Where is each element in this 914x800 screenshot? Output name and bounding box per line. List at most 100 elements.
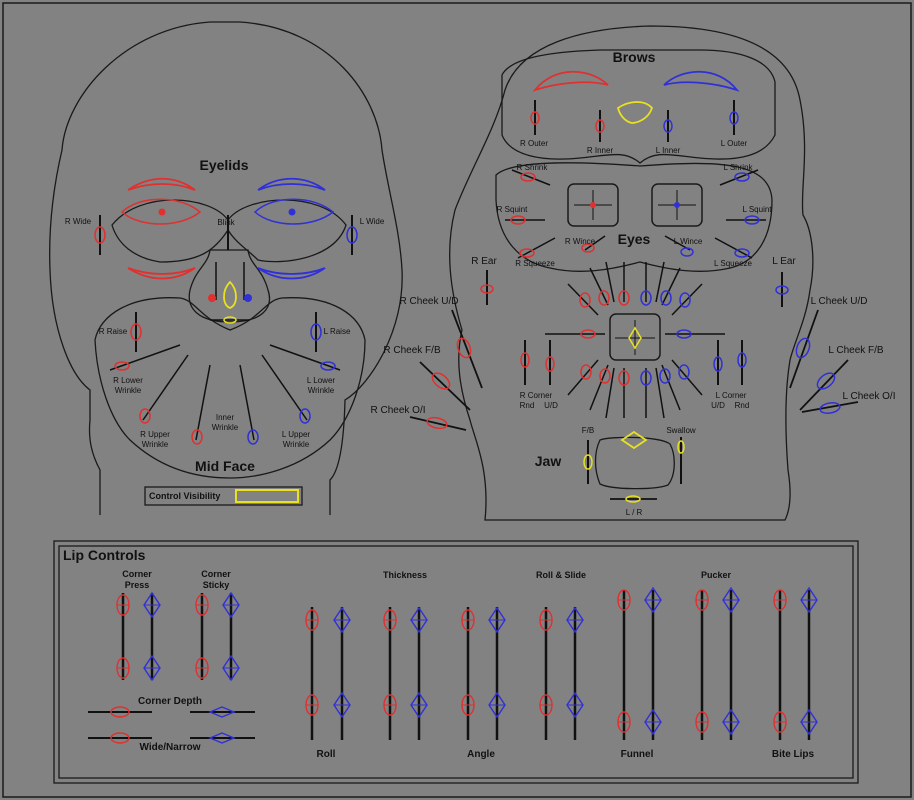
l-inner-knob[interactable] xyxy=(663,119,673,133)
l-ear-knob[interactable] xyxy=(775,285,789,295)
r-squeeze-slider[interactable] xyxy=(517,237,556,259)
l-lower-lid-arc[interactable] xyxy=(257,267,326,280)
nose-center-control[interactable] xyxy=(223,280,237,309)
corner-depth-l-knob[interactable] xyxy=(208,706,236,718)
funnel-l-slider-knob-2[interactable] xyxy=(644,708,662,736)
r-squint-knob[interactable] xyxy=(510,215,526,225)
r-cheek-oi-slider[interactable] xyxy=(409,416,467,431)
l-shrink-knob[interactable] xyxy=(734,172,750,182)
r-brow-shape[interactable] xyxy=(532,70,609,92)
r-outer-knob[interactable] xyxy=(530,111,540,125)
r-cheek-fb-slider[interactable] xyxy=(419,361,471,411)
l-cheek-fb-knob[interactable] xyxy=(814,370,837,392)
radial-slider[interactable] xyxy=(671,283,703,316)
l-cheek-oi-slider[interactable] xyxy=(801,401,859,413)
radial-slider[interactable] xyxy=(589,364,609,411)
l-cheek-ud-knob[interactable] xyxy=(794,337,812,360)
r-inner-knob[interactable] xyxy=(595,119,605,133)
pucker-l-slider-knob-2[interactable] xyxy=(722,708,740,736)
r-cheek-ud-slider[interactable] xyxy=(451,309,483,389)
mouth-center-knob[interactable] xyxy=(628,326,642,350)
corner-press-l-slider-knob-1[interactable] xyxy=(143,591,161,619)
l-outer-knob[interactable] xyxy=(729,111,739,125)
r-cheek-oi-knob[interactable] xyxy=(426,416,448,430)
funnel-l-slider-knob-1[interactable] xyxy=(644,586,662,614)
l-upper-wrinkle-slider[interactable] xyxy=(261,354,308,421)
r-lower-lid-arc[interactable] xyxy=(127,267,196,280)
upper-l-knob-3[interactable] xyxy=(679,292,691,308)
lower-l-knob-1[interactable] xyxy=(640,370,652,386)
l-raise-knob[interactable] xyxy=(310,323,322,341)
r-ear-knob[interactable] xyxy=(480,284,494,294)
r-corner-rnd-knob[interactable] xyxy=(520,352,530,368)
r-shrink-slider[interactable] xyxy=(511,169,551,186)
nose-knob-r[interactable] xyxy=(208,294,216,302)
r-wince-slider[interactable] xyxy=(584,235,606,251)
jaw-fb-knob[interactable] xyxy=(583,454,593,470)
jaw-center-knob[interactable] xyxy=(620,430,648,450)
l-cheek-oi-knob[interactable] xyxy=(819,401,841,414)
r-wide-knob[interactable] xyxy=(94,226,106,244)
nose-lr-knob[interactable] xyxy=(223,316,237,324)
pucker-l-slider-knob-1[interactable] xyxy=(722,586,740,614)
upper-l-knob-1[interactable] xyxy=(640,290,652,306)
r-eye-shape[interactable] xyxy=(120,198,202,225)
l-wince-knob[interactable] xyxy=(680,247,694,257)
radial-slider[interactable] xyxy=(605,367,615,419)
l-corner-rnd-knob[interactable] xyxy=(737,352,747,368)
roll-slide-l-slider-knob-2[interactable] xyxy=(566,691,584,719)
lower-r-knob-2[interactable] xyxy=(599,368,611,384)
angle-l-slider-knob-1[interactable] xyxy=(488,606,506,634)
r-upper-lid-arc[interactable] xyxy=(127,177,196,191)
lower-r-knob-3[interactable] xyxy=(618,370,630,386)
lower-l-knob-2[interactable] xyxy=(659,368,671,384)
inner-wrinkle-l-slider[interactable] xyxy=(239,364,255,441)
radial-slider[interactable] xyxy=(605,261,615,303)
l-squeeze-knob[interactable] xyxy=(734,248,750,258)
angle-l-slider-knob-2[interactable] xyxy=(488,691,506,719)
r-upper-wrinkle-knob[interactable] xyxy=(139,408,151,424)
l-squint-knob[interactable] xyxy=(744,215,760,225)
inner-wrinkle-r-slider[interactable] xyxy=(195,364,211,441)
roll-slide-l-slider-knob-1[interactable] xyxy=(566,606,584,634)
l-corner-ud-knob[interactable] xyxy=(713,356,723,372)
l-wide-knob[interactable] xyxy=(346,226,358,244)
swallow-knob[interactable] xyxy=(677,440,685,454)
radial-slider[interactable] xyxy=(655,367,665,419)
upper-l-knob-2[interactable] xyxy=(660,290,672,306)
radial-slider[interactable] xyxy=(661,364,681,411)
r-corner-ud-knob[interactable] xyxy=(545,356,555,372)
thickness-l-slider-knob-2[interactable] xyxy=(410,691,428,719)
l-lower-wrinkle-slider[interactable] xyxy=(269,344,341,371)
wide-narrow-l-knob[interactable] xyxy=(208,732,236,744)
l-upper-wrinkle-knob[interactable] xyxy=(299,408,311,424)
r-raise-knob[interactable] xyxy=(130,323,142,341)
l-cheek-fb-slider[interactable] xyxy=(799,359,849,411)
bite-lips-l-slider-knob-1[interactable] xyxy=(800,586,818,614)
r-cheek-ud-knob[interactable] xyxy=(455,337,473,360)
radial-slider[interactable] xyxy=(655,261,665,303)
r-corner-h-knob[interactable] xyxy=(580,329,596,339)
roll-thickness-l-slider-knob-1[interactable] xyxy=(333,606,351,634)
jaw-lr-knob[interactable] xyxy=(625,495,641,503)
inner-wrinkle-l-knob[interactable] xyxy=(247,429,259,445)
l-corner-h-knob[interactable] xyxy=(676,329,692,339)
r-wince-knob[interactable] xyxy=(581,243,595,253)
radial-slider[interactable] xyxy=(661,267,681,306)
inner-wrinkle-r-knob[interactable] xyxy=(191,429,203,445)
l-lower-wrinkle-knob[interactable] xyxy=(320,361,336,371)
corner-press-l-slider-knob-2[interactable] xyxy=(143,654,161,682)
radial-slider[interactable] xyxy=(589,267,609,306)
r-cheek-fb-knob[interactable] xyxy=(429,370,452,392)
thickness-l-slider-knob-1[interactable] xyxy=(410,606,428,634)
upper-r-knob-1[interactable] xyxy=(579,292,591,308)
brow-center-shape[interactable] xyxy=(616,101,654,124)
r-eyelid-knob[interactable] xyxy=(158,208,166,216)
control-visibility-toggle[interactable] xyxy=(235,489,299,503)
l-cheek-ud-slider[interactable] xyxy=(789,309,819,389)
l-brow-shape[interactable] xyxy=(663,70,740,92)
roll-thickness-l-slider-knob-2[interactable] xyxy=(333,691,351,719)
radial-slider[interactable] xyxy=(567,283,599,316)
r-upper-wrinkle-slider[interactable] xyxy=(142,354,189,421)
r-lower-wrinkle-slider[interactable] xyxy=(109,344,181,371)
